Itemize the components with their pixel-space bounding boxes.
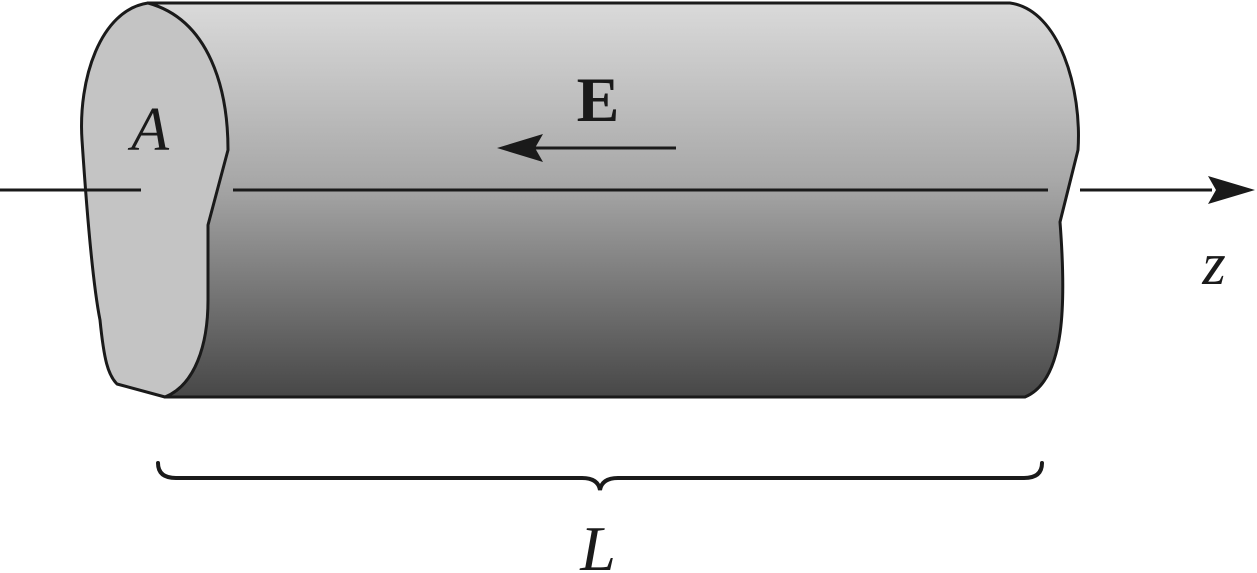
- axis-label: z: [1201, 231, 1225, 297]
- cross-section-face: [80, 1, 230, 399]
- area-label: A: [127, 96, 170, 164]
- cylinder-body: [146, 1, 1080, 399]
- field-label: E: [577, 64, 620, 135]
- arrow-right-icon: [1208, 176, 1255, 204]
- arrow-left-icon: [497, 134, 543, 162]
- length-label: L: [579, 513, 616, 573]
- length-brace: [156, 461, 1044, 491]
